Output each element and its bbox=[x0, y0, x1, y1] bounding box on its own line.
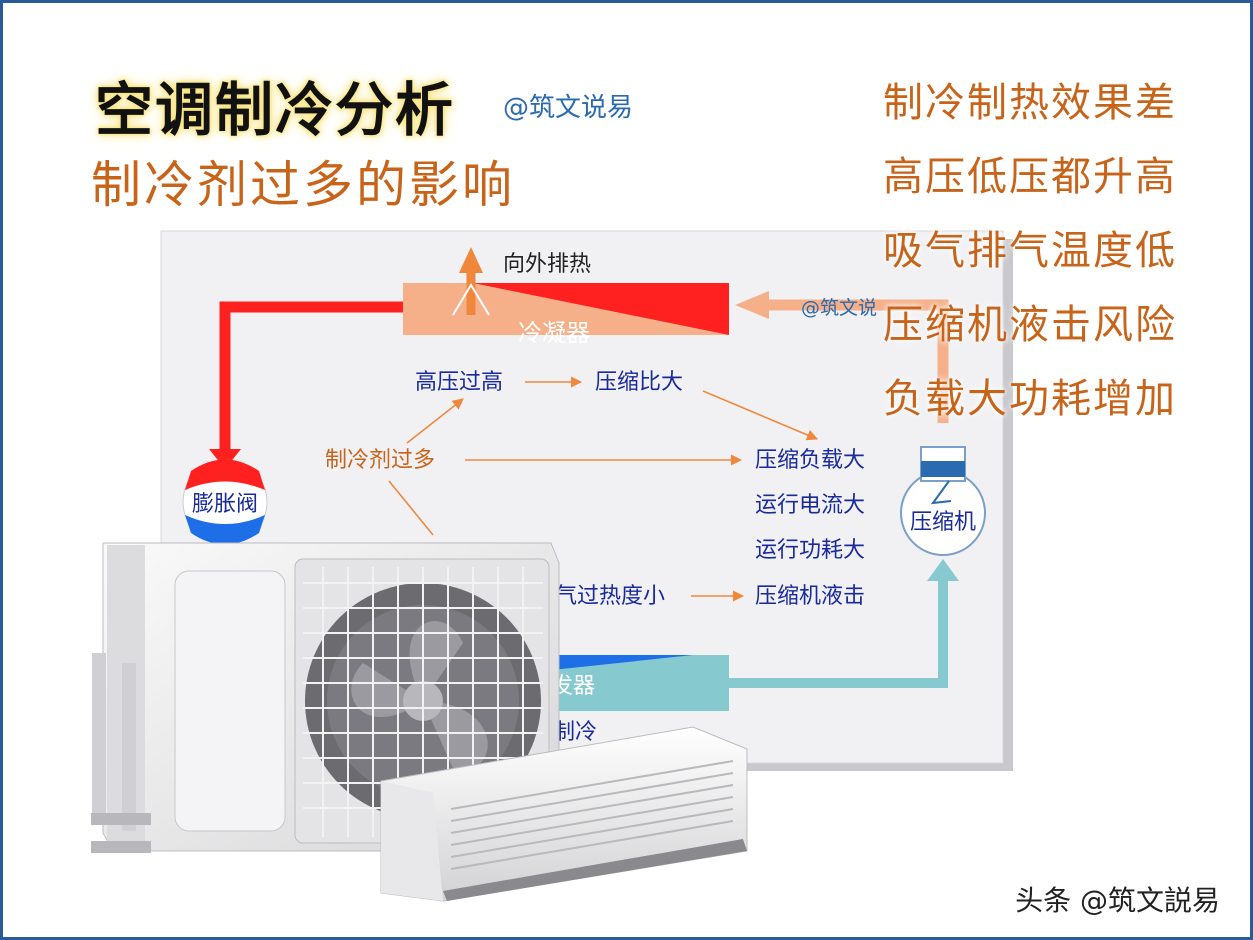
evaporator-cold-zone bbox=[543, 655, 693, 671]
heat-label: 向外排热 bbox=[503, 252, 591, 277]
suction-arrowhead bbox=[927, 559, 959, 581]
arrow-excess-to-high bbox=[406, 398, 464, 444]
node-superheat-small: 气过热度小 bbox=[555, 584, 665, 609]
compressor: 压缩机 bbox=[900, 446, 986, 556]
arrow-ratio-to-load bbox=[702, 390, 819, 441]
node-high-pressure: 高压过高 bbox=[415, 370, 503, 395]
heat-arrowhead bbox=[459, 247, 483, 273]
cooling-label: 制冷 bbox=[553, 720, 597, 745]
hot-line bbox=[219, 301, 403, 455]
suction-line bbox=[723, 579, 948, 688]
compressor-label: 压缩机 bbox=[910, 510, 976, 535]
discharge-line bbox=[765, 299, 949, 423]
arrow-excess-to-superheat bbox=[388, 480, 434, 536]
page-title: 空调制冷分析 bbox=[95, 76, 456, 144]
logic-arrows bbox=[388, 376, 819, 602]
effect-item: 高压低压都升高 bbox=[883, 154, 1177, 200]
heat-arrow-outline bbox=[452, 283, 490, 316]
indoor-vents bbox=[450, 760, 734, 870]
node-current-big: 运行电流大 bbox=[755, 493, 865, 518]
author-handle: @筑文说易 bbox=[503, 93, 634, 123]
node-excess-refrigerant: 制冷剂过多 bbox=[325, 448, 435, 473]
node-power-big: 运行功耗大 bbox=[755, 538, 865, 563]
node-load-big: 压缩负载大 bbox=[755, 448, 865, 473]
effects-list: 制冷制热效果差 高压低压都升高 吸气排气温度低 压缩机液击风险 负载大功耗增加 bbox=[883, 73, 1183, 443]
footer-watermark: 头条 @筑文説易 bbox=[1015, 884, 1220, 917]
discharge-arrowhead bbox=[735, 291, 769, 319]
expansion-valve: 膨胀阀 bbox=[182, 459, 268, 545]
node-liquid-hammer: 压缩机液击 bbox=[755, 584, 865, 609]
condenser-hot-zone bbox=[473, 283, 729, 335]
refrigeration-diagram: 冷凝器 向外排热 @筑文说 发器 制冷 膨胀阀 压缩机 bbox=[91, 230, 1013, 902]
expansion-valve-label: 膨胀阀 bbox=[192, 492, 258, 517]
hot-line-arrowhead bbox=[209, 449, 241, 469]
watermark: @筑文说 bbox=[801, 297, 877, 319]
effect-item: 压缩机液击风险 bbox=[883, 302, 1177, 348]
node-compress-ratio: 压缩比大 bbox=[595, 370, 683, 395]
indoor-unit-illustration bbox=[380, 726, 748, 902]
effect-item: 吸气排气温度低 bbox=[883, 228, 1177, 274]
condenser-label: 冷凝器 bbox=[518, 319, 590, 347]
effect-item: 制冷制热效果差 bbox=[883, 80, 1177, 126]
effect-item: 负载大功耗增加 bbox=[883, 376, 1177, 422]
page-subtitle: 制冷剂过多的影响 bbox=[91, 156, 515, 214]
